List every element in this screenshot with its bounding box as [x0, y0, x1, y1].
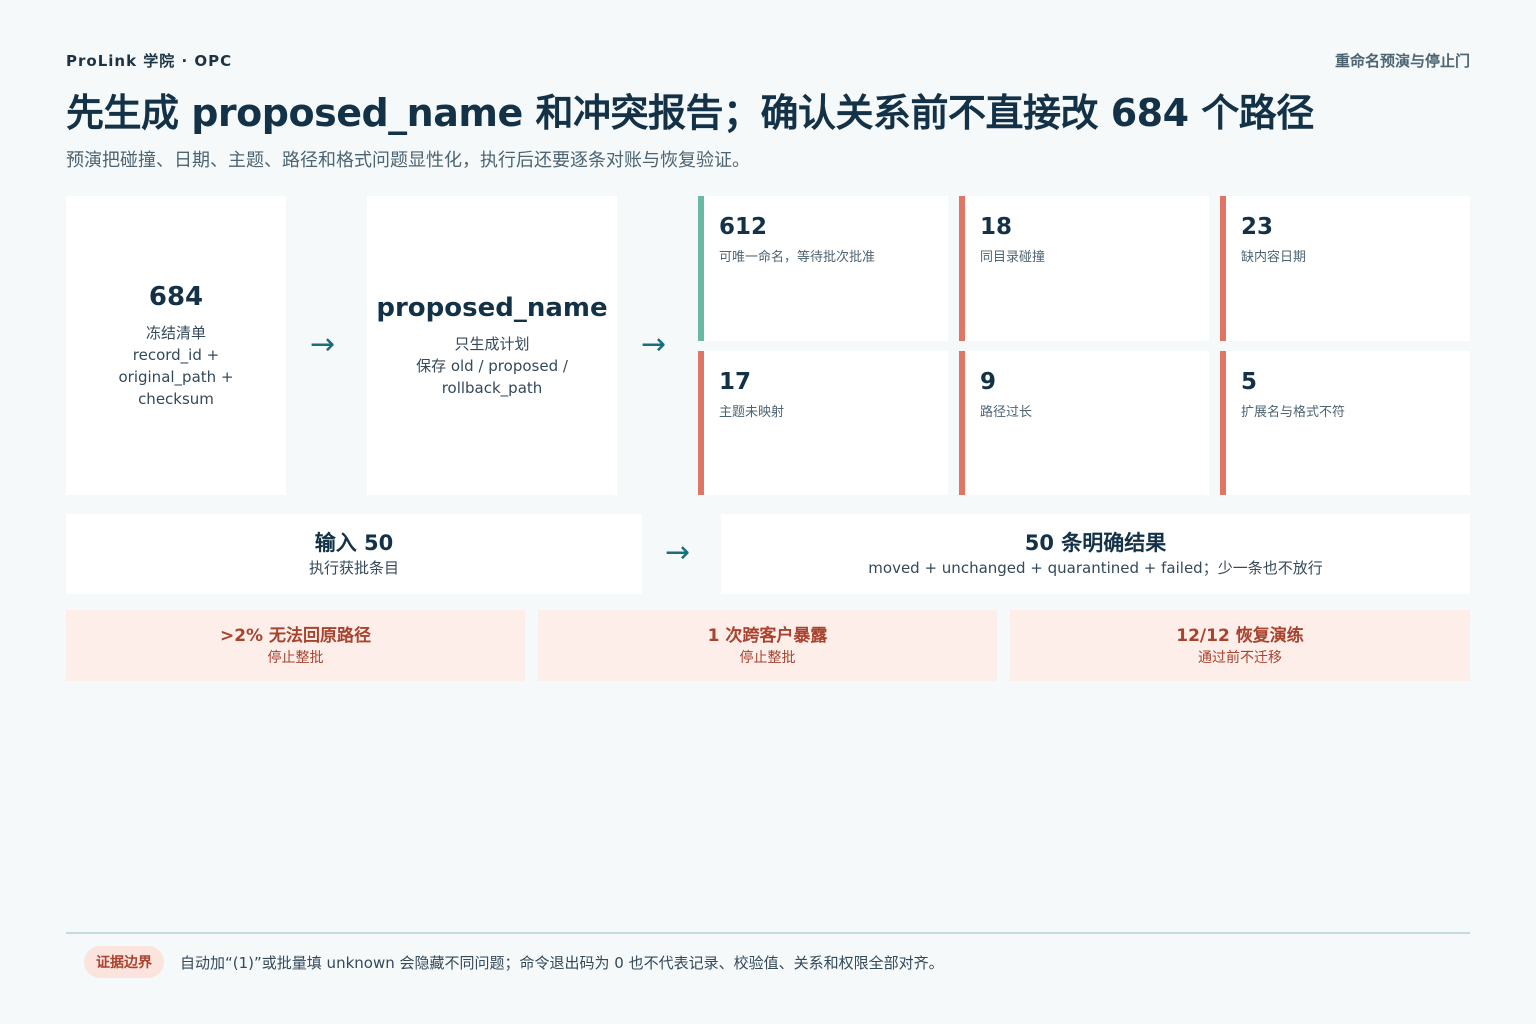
- batch-result-box: 50 条明确结果 moved + unchanged + quarantined…: [721, 514, 1470, 594]
- stat-label: 同目录碰撞: [980, 250, 1046, 265]
- stat-accent-bar: [959, 196, 965, 341]
- stat-accent-bar: [698, 351, 704, 495]
- stat-value: 5: [1241, 369, 1258, 395]
- plan-line-2: 保存 old / proposed /: [416, 356, 568, 375]
- stat-accent-bar: [1220, 196, 1226, 341]
- stat-card-path-too-long: 9 路径过长: [959, 351, 1209, 495]
- gate-unrestorable-paths: >2% 无法回原路径 停止整批: [66, 610, 525, 681]
- page-title: 先生成 proposed_name 和冲突报告；确认关系前不直接改 684 个路…: [66, 91, 1314, 135]
- evidence-boundary-badge: 证据边界: [84, 946, 164, 978]
- gate-title: 12/12 恢复演练: [1176, 625, 1304, 646]
- gate-sub: 停止整批: [739, 649, 796, 666]
- stat-card-unmapped-topic: 17 主题未映射: [698, 351, 948, 495]
- proposed-plan-box: proposed_name 只生成计划 保存 old / proposed / …: [367, 196, 617, 495]
- stat-card-format-mismatch: 5 扩展名与格式不符: [1220, 351, 1470, 495]
- plan-line-3: rollback_path: [441, 378, 543, 397]
- gate-cross-client-exposure: 1 次跨客户暴露 停止整批: [538, 610, 997, 681]
- stat-label: 缺内容日期: [1241, 250, 1307, 265]
- top-bar: ProLink 学院 · OPC 重命名预演与停止门: [66, 50, 1470, 70]
- batch-input-title: 输入 50: [314, 531, 394, 555]
- gate-sub: 通过前不迁移: [1198, 649, 1282, 666]
- arrow-right-icon: →: [310, 327, 336, 362]
- footer-divider: [66, 932, 1470, 934]
- stat-card-collision: 18 同目录碰撞: [959, 196, 1209, 341]
- stat-accent-bar: [959, 351, 965, 495]
- stat-value: 18: [980, 214, 1013, 240]
- brand-label: ProLink 学院 · OPC: [66, 51, 233, 70]
- stat-value: 9: [980, 369, 997, 395]
- gate-restore-drill: 12/12 恢复演练 通过前不迁移: [1010, 610, 1470, 681]
- stat-card-unique: 612 可唯一命名，等待批次批准: [698, 196, 948, 341]
- freeze-line-4: checksum: [138, 389, 214, 408]
- batch-result-sub: moved + unchanged + quarantined + failed…: [868, 559, 1323, 577]
- stat-label: 扩展名与格式不符: [1241, 405, 1346, 420]
- page-subtitle: 预演把碰撞、日期、主题、路径和格式问题显性化，执行后还要逐条对账与恢复验证。: [66, 150, 750, 171]
- freeze-line-1: 冻结清单: [145, 323, 206, 342]
- plan-term: proposed_name: [376, 292, 608, 323]
- gate-title: >2% 无法回原路径: [219, 625, 372, 646]
- topic-label: 重命名预演与停止门: [1334, 51, 1470, 70]
- stat-label: 路径过长: [980, 405, 1033, 420]
- freeze-line-2: record_id +: [132, 345, 220, 364]
- freeze-count: 684: [148, 281, 204, 312]
- footer: 证据边界 自动加“(1)”或批量填 unknown 会隐藏不同问题；命令退出码为…: [84, 946, 1474, 978]
- freeze-list-box: 684 冻结清单 record_id + original_path + che…: [66, 196, 286, 495]
- arrow-right-icon: →: [665, 535, 691, 570]
- stat-value: 23: [1241, 214, 1274, 240]
- stat-accent-bar: [1220, 351, 1226, 495]
- batch-result-title: 50 条明确结果: [1024, 531, 1167, 555]
- stat-label: 主题未映射: [719, 405, 785, 420]
- gate-title: 1 次跨客户暴露: [707, 625, 828, 646]
- footer-note: 自动加“(1)”或批量填 unknown 会隐藏不同问题；命令退出码为 0 也不…: [180, 953, 944, 972]
- stat-value: 612: [719, 214, 768, 240]
- stat-card-missing-date: 23 缺内容日期: [1220, 196, 1470, 341]
- stat-value: 17: [719, 369, 752, 395]
- stat-label: 可唯一命名，等待批次批准: [719, 250, 876, 265]
- plan-line-1: 只生成计划: [454, 334, 530, 353]
- stat-accent-bar: [698, 196, 704, 341]
- arrow-right-icon: →: [641, 327, 667, 362]
- batch-input-box: 输入 50 执行获批条目: [66, 514, 642, 594]
- freeze-line-3: original_path +: [118, 367, 234, 386]
- batch-input-sub: 执行获批条目: [308, 559, 399, 577]
- gate-sub: 停止整批: [267, 649, 324, 666]
